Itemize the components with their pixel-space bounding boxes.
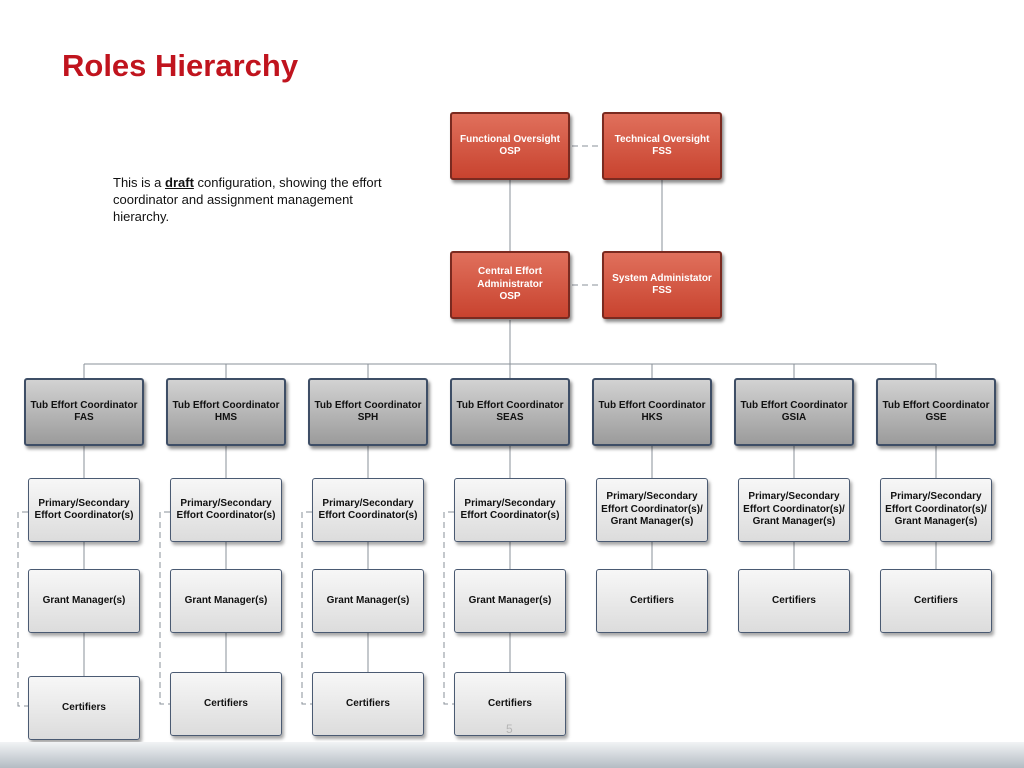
tub-coordinator-seas: Tub Effort Coordinator SEAS	[450, 378, 570, 446]
primary-coordinator-grant-manager-hks: Primary/Secondary Effort Coordinator(s)/…	[596, 478, 708, 542]
primary-secondary-coordinator-hms: Primary/Secondary Effort Coordinator(s)	[170, 478, 282, 542]
central-effort-administrator-box: Central Effort Administrator OSP	[450, 251, 570, 319]
footer-bar	[0, 742, 1024, 768]
grant-manager-sph: Grant Manager(s)	[312, 569, 424, 633]
dashed-bracket-seas	[443, 511, 454, 705]
grant-manager-fas: Grant Manager(s)	[28, 569, 140, 633]
certifiers-hks: Certifiers	[596, 569, 708, 633]
primary-secondary-coordinator-sph: Primary/Secondary Effort Coordinator(s)	[312, 478, 424, 542]
tub-coordinator-hks: Tub Effort Coordinator HKS	[592, 378, 712, 446]
certifiers-gsia: Certifiers	[738, 569, 850, 633]
dashed-bracket-sph	[301, 511, 312, 705]
primary-secondary-coordinator-seas: Primary/Secondary Effort Coordinator(s)	[454, 478, 566, 542]
description-rest: configuration, showing the effort coordi…	[113, 175, 382, 224]
tub-coordinator-gsia: Tub Effort Coordinator GSIA	[734, 378, 854, 446]
description-lead: This is a	[113, 175, 166, 190]
dashed-bracket-hms	[159, 511, 170, 705]
primary-secondary-coordinator-fas: Primary/Secondary Effort Coordinator(s)	[28, 478, 140, 542]
description-emphasis: draft	[165, 175, 194, 190]
page-number: 5	[506, 722, 513, 736]
primary-coordinator-grant-manager-gse: Primary/Secondary Effort Coordinator(s)/…	[880, 478, 992, 542]
certifiers-seas: Certifiers	[454, 672, 566, 736]
certifiers-gse: Certifiers	[880, 569, 992, 633]
certifiers-sph: Certifiers	[312, 672, 424, 736]
functional-oversight-box: Functional Oversight OSP	[450, 112, 570, 180]
tub-coordinator-gse: Tub Effort Coordinator GSE	[876, 378, 996, 446]
tub-coordinator-fas: Tub Effort Coordinator FAS	[24, 378, 144, 446]
tub-coordinator-hms: Tub Effort Coordinator HMS	[166, 378, 286, 446]
certifiers-fas: Certifiers	[28, 676, 140, 740]
dashed-bracket-fas	[17, 511, 28, 707]
primary-coordinator-grant-manager-gsia: Primary/Secondary Effort Coordinator(s)/…	[738, 478, 850, 542]
description-text: This is a draft configuration, showing t…	[113, 174, 388, 225]
grant-manager-seas: Grant Manager(s)	[454, 569, 566, 633]
page-title: Roles Hierarchy	[62, 48, 299, 83]
tub-coordinator-sph: Tub Effort Coordinator SPH	[308, 378, 428, 446]
technical-oversight-box: Technical Oversight FSS	[602, 112, 722, 180]
grant-manager-hms: Grant Manager(s)	[170, 569, 282, 633]
system-administrator-box: System Administator FSS	[602, 251, 722, 319]
certifiers-hms: Certifiers	[170, 672, 282, 736]
